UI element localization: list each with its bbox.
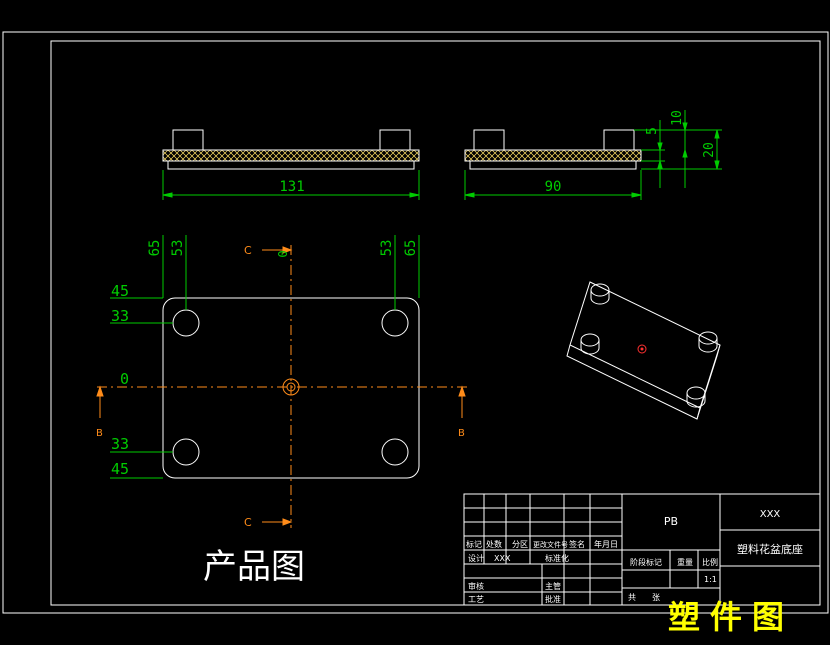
top-view-dims — [110, 235, 420, 479]
dim-text-5: 5 — [645, 127, 660, 135]
front-boss-left — [172, 129, 204, 151]
tb-design-name: XXX — [494, 554, 511, 563]
dim-text-h0: 0 — [276, 250, 290, 257]
section-mark-c-top: C — [244, 244, 252, 257]
tb-design: 设计 — [468, 553, 484, 563]
part-drawing-title: 塑件图 — [668, 598, 794, 636]
isometric-center-mark — [637, 344, 647, 354]
tb-h-date: 年月日 — [594, 539, 618, 549]
dim-text-0: 0 — [120, 370, 129, 388]
front-plate-hatch — [162, 149, 420, 162]
dim-text-left-53: 53 — [170, 240, 186, 257]
dim-vertical-group — [634, 110, 722, 188]
tb-scale: 比例 — [702, 557, 718, 567]
front-view — [162, 129, 420, 170]
side-boss-left — [473, 129, 505, 151]
tb-part-name: 塑料花盆底座 — [737, 542, 803, 556]
tb-material: PB — [664, 515, 678, 528]
tb-h-sign: 签名 — [569, 539, 585, 549]
product-drawing-title: 产品图 — [203, 547, 305, 587]
side-boss-right — [603, 129, 635, 151]
tb-review: 审核 — [468, 581, 484, 591]
isometric-center-dot — [640, 347, 644, 351]
tb-sheets: 共 — [628, 593, 636, 602]
inner-border — [50, 40, 821, 606]
hole-top-right — [381, 309, 409, 337]
tb-h-docno: 更改文件号 — [533, 540, 568, 549]
tb-process: 工艺 — [468, 595, 484, 604]
dim-text-33-top: 33 — [111, 307, 129, 325]
dim-text-right-53: 53 — [379, 240, 395, 257]
dim-text-10: 10 — [670, 110, 685, 126]
section-mark-c-bottom: C — [244, 516, 252, 529]
section-mark-b-right: B — [458, 428, 465, 439]
title-block — [463, 493, 821, 606]
section-mark-b-left: B — [96, 428, 103, 439]
tb-h-count: 处数 — [486, 539, 502, 549]
front-boss-right — [379, 129, 411, 151]
tb-h-zone: 分区 — [512, 540, 528, 549]
dim-90 — [464, 170, 642, 200]
dim-text-131: 131 — [279, 179, 304, 195]
side-plate-body — [469, 160, 637, 170]
tb-stage-mark: 阶段标记 — [630, 557, 662, 567]
dim-text-33-bot: 33 — [111, 435, 129, 453]
tb-sheet: 张 — [652, 593, 660, 602]
outer-border — [2, 31, 829, 614]
dim-text-90: 90 — [545, 179, 562, 195]
hole-bottom-right — [381, 438, 409, 466]
hole-top-left — [172, 309, 200, 337]
isometric-view — [566, 281, 721, 420]
tb-tech: 主管 — [545, 581, 561, 591]
tb-weight: 重量 — [677, 557, 693, 567]
dim-text-right-65: 65 — [403, 240, 419, 257]
side-plate-hatch — [464, 149, 642, 162]
dim-text-45-top: 45 — [111, 282, 129, 300]
side-view — [464, 129, 642, 170]
front-plate-body — [167, 160, 415, 170]
tb-std: 标准化 — [545, 553, 569, 563]
center-lines — [97, 245, 470, 528]
dim-131 — [162, 170, 420, 200]
tb-h-mark: 标记 — [466, 539, 482, 549]
tb-scale-value: 1:1 — [704, 575, 717, 584]
tb-code: XXX — [760, 509, 781, 520]
dim-text-20: 20 — [702, 142, 717, 158]
top-plate-outline — [162, 297, 420, 479]
section-arrows — [96, 246, 466, 526]
dim-text-left-65: 65 — [147, 240, 163, 257]
tb-approve: 批准 — [545, 594, 561, 604]
hole-bottom-left — [172, 438, 200, 466]
dim-text-45-bot: 45 — [111, 460, 129, 478]
